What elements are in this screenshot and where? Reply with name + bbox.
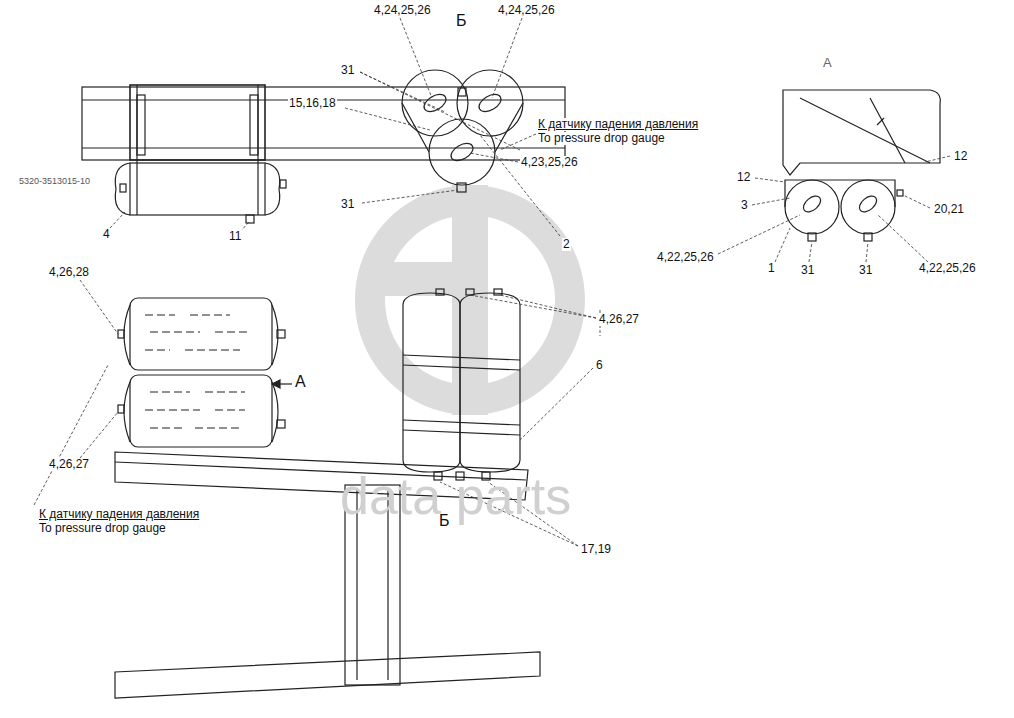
note-text: К датчику падения давления	[537, 118, 699, 131]
callout-number: 11	[228, 230, 242, 243]
callout-number: 15,16,18	[288, 97, 337, 110]
callout-number: 4,24,25,26	[497, 4, 556, 17]
leader-lines	[34, 18, 950, 546]
callout-number: 2	[562, 238, 571, 251]
watermark: data parts	[340, 468, 571, 525]
callout-number: 1	[767, 262, 776, 275]
callout-number: 31	[800, 264, 815, 277]
note-text: To pressure drop gauge	[537, 132, 666, 145]
callout-number: 6	[595, 359, 604, 372]
tank-pair-end	[785, 180, 903, 241]
part-number: 5320-3513015-10	[18, 177, 91, 187]
note-text: To pressure drop gauge	[38, 522, 167, 535]
view-letter: А	[294, 373, 307, 391]
tank-cluster	[402, 70, 523, 192]
view-arrow	[272, 380, 292, 388]
callout-number: 20,21	[933, 203, 965, 216]
callout-number: 4,26,27	[598, 313, 640, 326]
callout-number: 4,22,25,26	[918, 262, 977, 275]
callout-number: 4,24,25,26	[373, 4, 432, 17]
callout-number: 12	[953, 150, 968, 163]
callout-number: 4,26,27	[48, 458, 90, 471]
callout-number: 4	[102, 228, 111, 241]
air-tank	[115, 163, 286, 223]
callout-number: 17,19	[580, 543, 612, 556]
frame-end-view	[783, 90, 940, 175]
callout-number: 31	[340, 198, 355, 211]
callout-number: 12	[736, 171, 751, 184]
note-text: К датчику падения давления	[38, 508, 200, 521]
view-letter: Б	[455, 12, 468, 30]
callout-number: 31	[858, 264, 873, 277]
vertical-tanks	[403, 289, 520, 480]
view-letter: А	[822, 56, 833, 70]
callout-number: 4,22,25,26	[656, 251, 715, 264]
tank-stack	[118, 298, 285, 447]
callout-number: 4,26,28	[48, 266, 90, 279]
callout-number: 31	[340, 64, 355, 77]
callout-number: 3	[740, 199, 749, 212]
tank-bracket	[130, 85, 265, 215]
watermark-logo	[355, 185, 585, 415]
frame-rail	[82, 87, 565, 160]
callout-number: 4,23,25,26	[520, 156, 579, 169]
